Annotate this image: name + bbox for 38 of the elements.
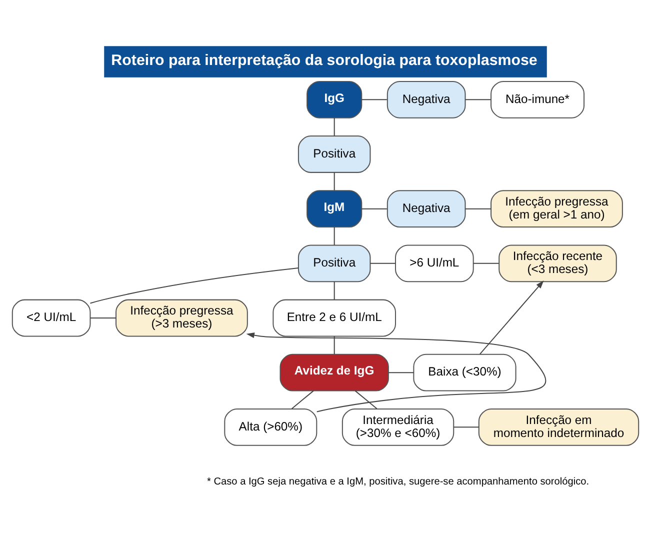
- connector: [465, 208, 492, 210]
- node-box: IgG: [306, 80, 362, 118]
- node-box: Avidez de IgG: [280, 354, 389, 392]
- connector: [291, 390, 314, 410]
- connector: [388, 372, 414, 374]
- connector: [90, 268, 298, 304]
- connector: [354, 390, 378, 410]
- arrow: [480, 280, 544, 354]
- node-box: Entre 2 e 6 UI/mL: [272, 299, 396, 337]
- node-box: Negativa: [386, 190, 466, 228]
- node-box: Intermediária (>30% e <60%): [342, 408, 454, 446]
- connector: [362, 208, 387, 210]
- node-box: <2 UI/mL: [12, 299, 91, 337]
- node-box: Infecção pregressa (>3 meses): [116, 299, 248, 337]
- node-box: Não-imune*: [490, 80, 585, 118]
- label: * Caso a IgG seja negativa e a IgM, positiva, sugere-se acompanhamento sorológico.: [206, 476, 590, 488]
- connector: [465, 99, 491, 100]
- connector: [334, 336, 335, 354]
- node-box: Infecção em momento indeterminado: [478, 408, 640, 446]
- node-box: Baixa (<30%): [413, 354, 516, 392]
- connector: [334, 172, 335, 190]
- node-box: Positiva: [298, 244, 371, 282]
- arrow: [246, 332, 546, 412]
- node-box: Infecção pregressa (em geral >1 ano): [490, 190, 623, 228]
- node-box: Infecção recente (<3 meses): [498, 244, 617, 282]
- connector: [370, 262, 396, 264]
- node-box: IgM: [306, 190, 362, 228]
- connector: [334, 227, 335, 245]
- node-box: >6 UI/mL: [395, 244, 474, 282]
- connector: [334, 282, 335, 300]
- connector: [454, 426, 479, 428]
- connector: [334, 118, 335, 136]
- connector: [362, 99, 387, 100]
- connector: [473, 262, 499, 264]
- node-box: Alta (>60%): [224, 408, 318, 446]
- diagram-title: Roteiro para interpretação da sorologia para toxoplasmose: [111, 52, 538, 69]
- node-box: Negativa: [386, 80, 466, 118]
- node-box: Positiva: [298, 136, 371, 173]
